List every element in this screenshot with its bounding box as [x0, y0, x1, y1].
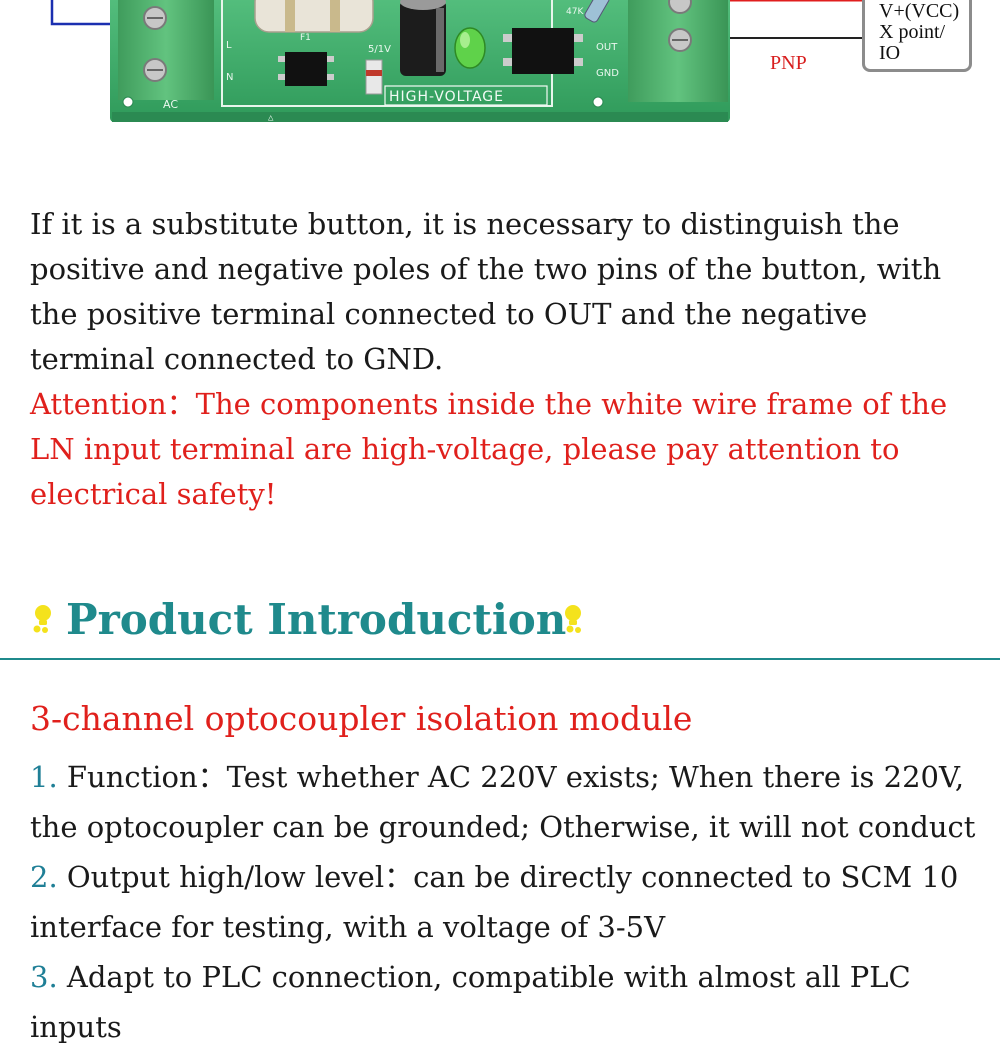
- feature-item: 1. Function：Test whether AC 220V exists;…: [30, 752, 995, 852]
- pnp-label: PNP: [770, 52, 807, 74]
- silk-resistor: 47K: [566, 7, 584, 17]
- section-title: Product Introduction: [66, 595, 567, 644]
- silk-out: OUT: [596, 42, 618, 53]
- terminal-label-line: IO: [879, 42, 901, 64]
- module-title: 3-channel optocoupler isolation module: [30, 699, 693, 738]
- product-photo: △ HIGH-VOLTAGE 5/1V AC L N OUT GND 47K F…: [0, 0, 1000, 175]
- power-resistor: [254, 0, 374, 33]
- lightbulb-icon: [33, 605, 51, 633]
- optocoupler-chip-left: [285, 52, 327, 86]
- lightbulb-icon: [565, 605, 581, 633]
- section-header: Product Introduction: [0, 590, 1000, 662]
- feature-text: Function：Test whether AC 220V exists; Wh…: [30, 760, 976, 844]
- feature-item: 2. Output high/low level：can be directly…: [30, 852, 995, 952]
- feature-list: 1. Function：Test whether AC 220V exists;…: [30, 752, 995, 1052]
- silk-ac: AC: [163, 98, 178, 111]
- feature-number: 1.: [30, 760, 58, 794]
- feature-item: 3. Adapt to PLC connection, compatible w…: [30, 952, 995, 1052]
- silk-high-voltage: HIGH-VOLTAGE: [389, 89, 504, 105]
- terminal-label-box: V+(VCC) X point/ IO: [862, 0, 972, 72]
- attention-paragraph: Attention：The components inside the whit…: [30, 387, 948, 511]
- silk-n: N: [226, 72, 233, 83]
- feature-text: Adapt to PLC connection, compatible with…: [30, 960, 911, 1044]
- terminal-label-line: X point/: [879, 21, 946, 43]
- silk-fuse: F1: [300, 33, 311, 43]
- svg-text:△: △: [268, 113, 274, 123]
- status-led: [454, 27, 486, 69]
- feature-number: 2.: [30, 860, 58, 894]
- feature-text: Output high/low level：can be directly co…: [30, 860, 959, 944]
- optocoupler-chip-right: [512, 28, 574, 74]
- silk-gnd: GND: [596, 68, 619, 79]
- silk-l: L: [226, 40, 232, 51]
- substitute-button-paragraph: If it is a substitute button, it is nece…: [30, 207, 942, 376]
- silk-volt: 5/1V: [368, 44, 391, 55]
- section-divider: [0, 658, 1000, 660]
- electrolytic-capacitor: [400, 0, 446, 76]
- pcb-board-illustration: △ HIGH-VOLTAGE 5/1V AC L N OUT GND 47K F…: [50, 0, 862, 123]
- terminal-label-line: V+(VCC): [879, 0, 960, 22]
- feature-number: 3.: [30, 960, 58, 994]
